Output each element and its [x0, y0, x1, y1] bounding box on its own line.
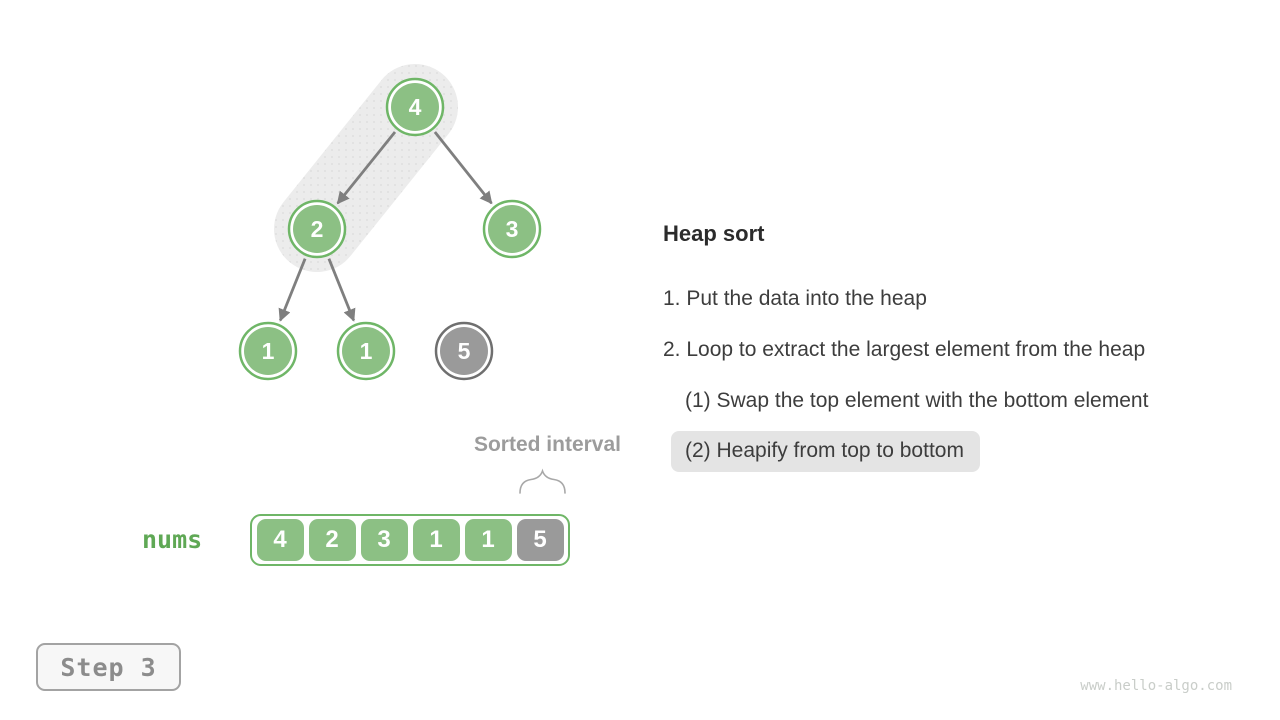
- edge-root-to-left: [336, 131, 397, 205]
- tree-node-root: 4: [385, 77, 445, 137]
- tree-node-value: 4: [409, 94, 422, 120]
- array-cell-4: 1: [464, 519, 512, 561]
- array-cell-3: 1: [412, 519, 460, 561]
- array-cell-1: 2: [308, 519, 356, 561]
- panel-substep-1: (1) Swap the top element with the bottom…: [685, 389, 1149, 412]
- watermark: www.hello-algo.com: [1080, 678, 1232, 694]
- panel-substep-2-highlighted: (2) Heapify from top to bottom: [671, 431, 980, 472]
- edge-left-to-leftleft: [278, 258, 307, 322]
- tree-node-value: 2: [311, 216, 324, 242]
- sorted-interval-brace: [519, 468, 566, 494]
- edge-root-to-right: [433, 131, 493, 205]
- edge-left-to-leftright: [327, 258, 356, 322]
- panel-step-1: 1. Put the data into the heap: [663, 287, 927, 310]
- tree-node-right: 3: [482, 199, 542, 259]
- tree-node-value: 5: [458, 338, 471, 364]
- tree-node-value: 1: [360, 338, 373, 364]
- array-cell-0: 4: [256, 519, 304, 561]
- step-badge: Step 3: [36, 643, 181, 691]
- tree-edges: [278, 131, 493, 322]
- heap-tree-diagram: 4 2 3 1 1 5: [238, 64, 542, 381]
- array-cell-5: 5: [516, 519, 564, 561]
- panel-step-2: 2. Loop to extract the largest element f…: [663, 338, 1146, 361]
- tree-node-value: 3: [506, 216, 519, 242]
- panel-title: Heap sort: [663, 221, 765, 246]
- array-cell-2: 3: [360, 519, 408, 561]
- tree-node-left: 2: [287, 199, 347, 259]
- tree-node-sorted: 5: [434, 321, 494, 381]
- nums-array: 4 2 3 1 1 5: [250, 514, 570, 566]
- array-name-label: nums: [142, 525, 203, 554]
- tree-node-left-left: 1: [238, 321, 298, 381]
- sorted-interval-label: Sorted interval: [473, 433, 621, 456]
- tree-node-value: 1: [262, 338, 275, 364]
- tree-node-left-right: 1: [336, 321, 396, 381]
